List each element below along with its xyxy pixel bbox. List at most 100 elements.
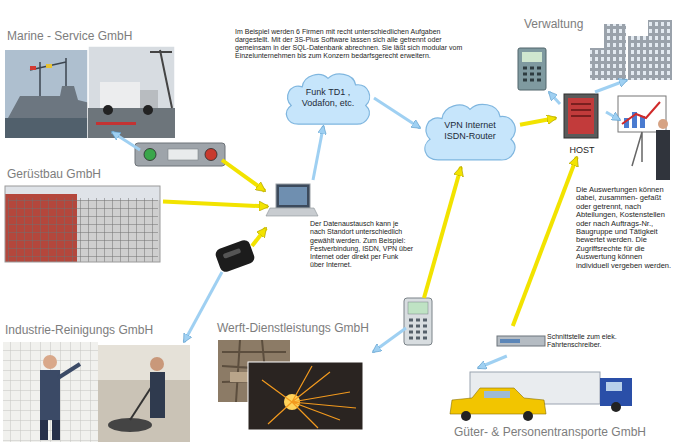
card-reader [214,239,256,274]
device-links [112,92,620,352]
tachograph-device [500,339,520,343]
scaffold-photo [5,186,160,262]
keypad-terminal [518,48,546,90]
scaffold-photo [8,198,158,262]
deck-photo [96,122,136,125]
device-links [549,92,560,104]
company-name: Industrie-Reinigungs GmbH [5,324,153,338]
presenter-figure [618,96,670,180]
deck-photo [103,105,113,115]
data-link [163,202,268,207]
cleaning-photo [40,420,48,440]
ship-photo [30,66,36,70]
office-buildings [604,24,626,80]
vehicles-photo [484,391,510,398]
tachograph-interface: Schnittstelle zum elek. Fahrtenschreiber… [495,326,643,356]
vehicles-photo [523,411,533,421]
floor-photo [108,418,152,432]
vehicles-photo [611,402,621,412]
ship-photo [5,50,95,138]
laptop [279,187,307,205]
handheld-terminal [409,320,427,338]
cleaning-photo [40,370,60,420]
keypad-terminal [522,52,542,62]
laptop [266,184,318,216]
terminal-box [135,143,225,166]
device-links [606,112,620,120]
welding-photo [248,362,363,430]
scaffold-photo [5,186,160,262]
office-buildings [590,20,672,80]
data-link [520,118,556,125]
ship-photo [5,118,95,138]
keypad-terminal [518,48,546,90]
office-buildings [648,20,672,80]
terminal-box [144,149,156,161]
deck-photo [88,46,175,138]
card-reader [223,248,242,259]
presenter-figure [622,102,660,124]
network-cloud: VPN Internet ISDN-Router [420,100,520,162]
cleaning-photo [52,420,60,440]
cloud-outline [286,74,369,124]
tachograph-device [497,336,545,346]
radio-link [313,126,323,180]
ship-photo [46,64,52,68]
handheld-terminal [408,302,428,314]
company-panel: Güter- & Personentransporte GmbH [430,368,670,444]
cleaning-photo [58,364,80,378]
radio-link [478,356,507,368]
vehicles-photo [450,388,546,414]
presenter-figure [656,130,670,180]
cloud-label: VPN Internet ISDN-Router [436,120,504,142]
host-server: HOST [556,92,608,157]
radio-link [374,98,420,128]
server-tower [571,104,591,116]
server-tower [564,94,598,138]
presenter-figure [632,132,642,166]
cloud-label: Funk TD1 , Vodafon, etc. [293,87,363,109]
intro-note: Im Beispiel werden 6 Firmen mit recht un… [235,28,463,60]
company-name: Werft-Dienstleistungs GmbH [217,322,369,336]
deck-photo [150,50,172,108]
office-buildings [590,48,606,80]
device-links [112,132,140,150]
laptop [266,208,318,216]
company-panel: Industrie-Reinigungs GmbH [3,324,193,444]
interface-label: Schnittstelle zum elek. Fahrtenschreiber… [547,333,639,350]
note-text: Der Datenaustausch kann je nach Standort… [310,220,414,270]
evaluation-note: Die Auswertungen können dabei, zusammen-… [576,186,674,270]
company-panel: Gerüstbau GmbH [5,168,163,264]
device-links [252,228,266,246]
company-name: Marine - Service GmbH [7,30,132,44]
company-name: Güter- & Personentransporte GmbH [454,426,646,440]
device-links [184,272,222,342]
tachograph-device [497,336,545,346]
welding-photo [248,362,363,430]
floor-photo [150,357,164,371]
handheld-terminal [404,298,432,345]
company-panel: Marine - Service GmbH [5,30,175,140]
cleaning-photo [43,355,57,369]
floor-photo [98,345,190,380]
presenter-figure [658,119,668,129]
cleaning-photo [3,342,98,442]
vehicles-photo [606,382,622,391]
welding-photo [262,366,356,428]
handheld-terminal [404,298,432,345]
device-links [373,328,406,352]
terminal-box [205,149,217,161]
laptop [276,184,310,208]
deck-photo [88,108,175,138]
group-name: Verwaltung [524,18,583,32]
server-tower [568,98,594,134]
server-tower [564,94,598,138]
network-cloud: Funk TD1 , Vodafon, etc. [282,70,374,126]
terminal-box [168,149,198,160]
floor-photo [98,345,190,442]
office-buildings [628,36,648,80]
floor-photo [130,386,152,420]
floor-photo [150,372,165,418]
deck-photo [100,82,140,108]
laptop-terminal: Der Datenaustausch kann je nach Standort… [268,180,418,286]
